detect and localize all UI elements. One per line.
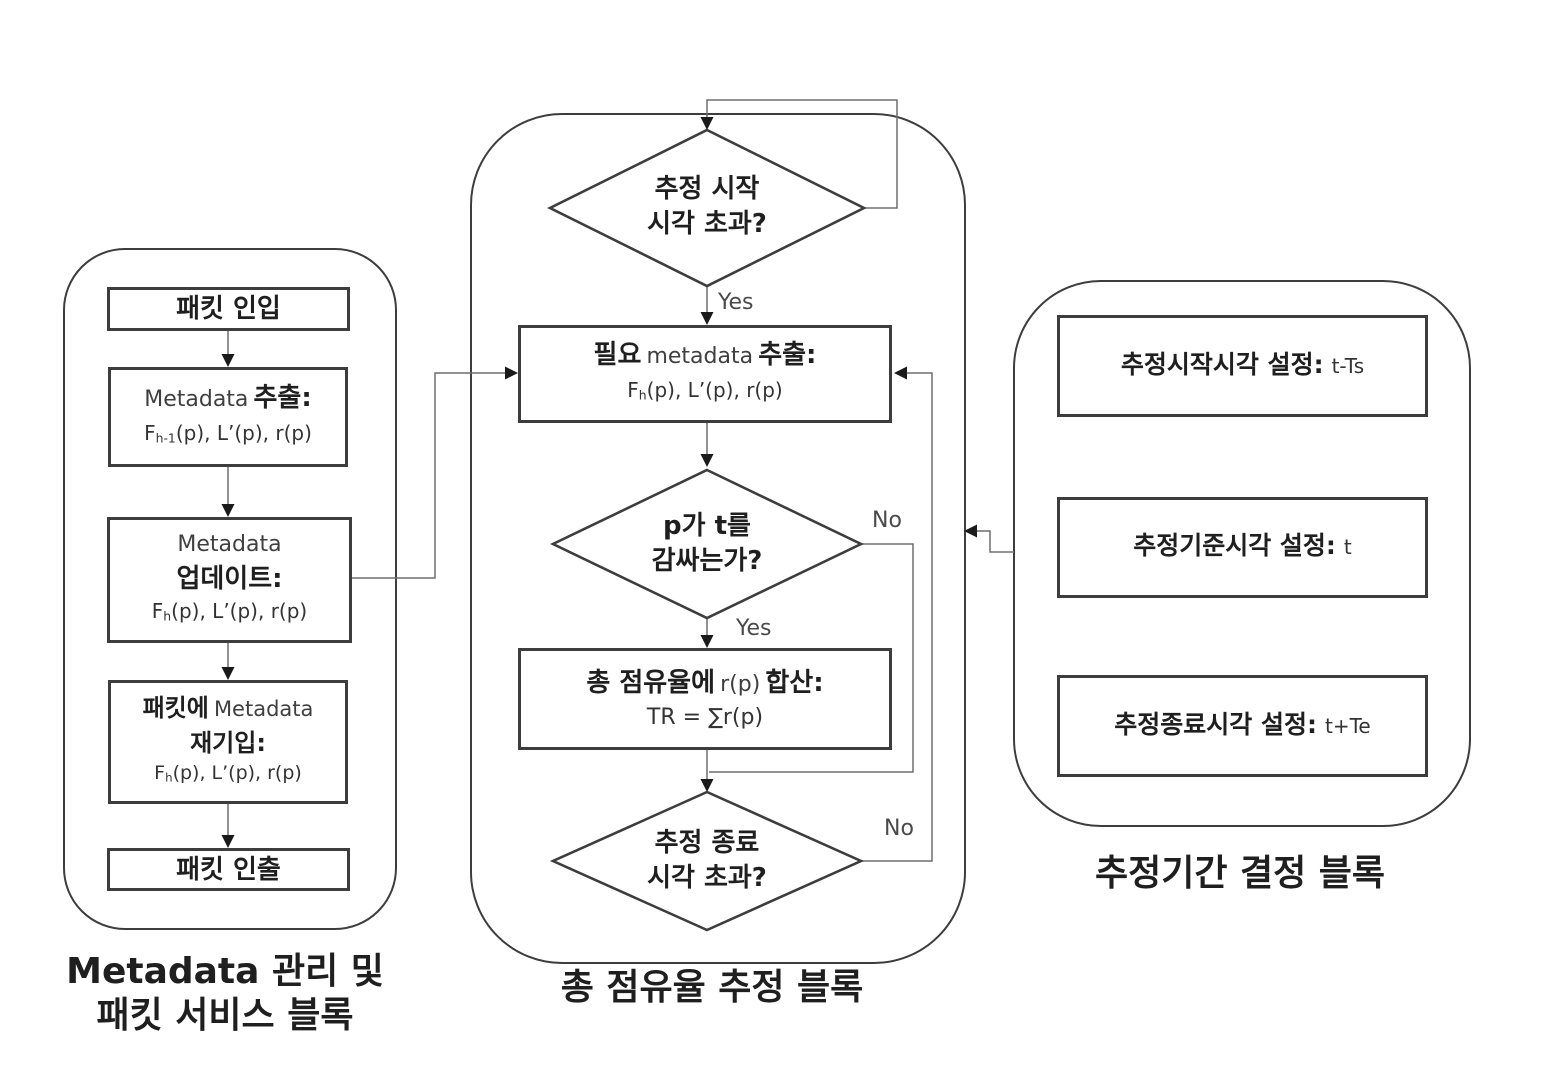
metadata-extract-formula: Fh-1(p), L’(p), r(p) xyxy=(144,420,312,446)
arrowhead-into-update xyxy=(221,504,235,517)
sum-occupancy-kor1: 총 점유율에 xyxy=(586,667,716,698)
decision-start-time-diamond xyxy=(547,128,867,288)
metadata-rewrite-kor2: 재기입: xyxy=(190,729,266,758)
connector-update-to-needed xyxy=(352,372,508,579)
metadata-update-kor: 업데이트: xyxy=(176,564,283,595)
sum-occupancy-box: 총 점유율에 r(p) 합산: TR = ∑r(p) xyxy=(518,648,892,750)
metadata-management-block-outline xyxy=(63,248,397,930)
set-start-time-line: 추정시작시각 설정: t-Ts xyxy=(1121,348,1364,385)
set-start-time-box: 추정시작시각 설정: t-Ts xyxy=(1057,315,1428,417)
decision-end-line1: 추정 종료 xyxy=(654,828,760,858)
packet-out-box: 패킷 인출 xyxy=(107,848,350,891)
decision-end-line2: 시각 초과? xyxy=(647,863,767,893)
decision-wrap-line1: p가 t를 xyxy=(663,511,751,541)
left-block-caption: Metadata 관리 및 패킷 서비스 블록 xyxy=(40,950,410,1038)
metadata-rewrite-box: 패킷에 Metadata 재기입: Fh(p), L’(p), r(p) xyxy=(108,680,348,804)
metadata-update-box: Metadata 업데이트: Fh(p), L’(p), r(p) xyxy=(107,517,352,643)
left-block-caption-line2: 패킷 서비스 블록 xyxy=(96,995,354,1036)
decision-wrap-line2: 감싸는가? xyxy=(651,546,763,576)
metadata-update-formula: Fh(p), L’(p), r(p) xyxy=(151,599,308,624)
no-path-wrap-diamond xyxy=(709,543,914,773)
left-block-caption-line1: Metadata 관리 및 xyxy=(66,951,384,992)
yes-label-start: Yes xyxy=(718,290,754,315)
arrowhead-into-startdiamond xyxy=(700,117,714,130)
no-label-wrap: No xyxy=(872,508,902,533)
arrowhead-into-enddiamond xyxy=(700,779,714,792)
metadata-rewrite-title: 패킷에 Metadata xyxy=(143,692,314,727)
decision-start-line1: 추정 시작 xyxy=(654,174,760,204)
metadata-rewrite-latin: Metadata xyxy=(213,697,314,722)
metadata-extract-kor: 추출: xyxy=(253,382,312,413)
set-end-time-value: t+Te xyxy=(1324,713,1371,738)
needed-metadata-kor1: 필요 xyxy=(593,339,642,370)
metadata-extract-box: Metadata 추출: Fh-1(p), L’(p), r(p) xyxy=(108,367,348,467)
arrowhead-into-extract xyxy=(221,354,235,367)
arrowhead-into-centerblock xyxy=(964,524,977,538)
needed-metadata-box: 필요 metadata 추출: Fh(p), L’(p), r(p) xyxy=(518,325,892,423)
arrowhead-into-wrapdiamond xyxy=(700,454,714,467)
set-end-time-box: 추정종료시각 설정: t+Te xyxy=(1057,675,1428,777)
metadata-update-latin: Metadata xyxy=(177,532,282,558)
sum-occupancy-kor2: 합산: xyxy=(765,667,824,698)
decision-wrap-text: p가 t를 감싸는가? xyxy=(577,509,837,579)
no-loop-end-diamond xyxy=(859,372,933,862)
set-base-time-value: t xyxy=(1343,535,1352,559)
decision-start-line2: 시각 초과? xyxy=(647,209,767,239)
metadata-extract-latin: Metadata xyxy=(144,386,249,412)
set-end-time-line: 추정종료시각 설정: t+Te xyxy=(1114,708,1370,745)
metadata-extract-title: Metadata 추출: xyxy=(144,381,312,418)
set-base-time-box: 추정기준시각 설정: t xyxy=(1057,497,1428,598)
set-end-time-label: 추정종료시각 설정: xyxy=(1114,709,1317,739)
arrowhead-into-needed-left xyxy=(505,366,518,380)
needed-metadata-kor2: 추출: xyxy=(758,339,817,370)
sum-occupancy-title: 총 점유율에 r(p) 합산: xyxy=(586,666,823,703)
set-base-time-label: 추정기준시각 설정: xyxy=(1133,531,1336,560)
set-start-time-value: t-Ts xyxy=(1331,353,1365,378)
arrowhead-into-rewrite xyxy=(221,667,235,680)
packet-in-box: 패킷 인입 xyxy=(107,287,350,331)
decision-end-time-diamond xyxy=(549,790,865,932)
metadata-rewrite-kor1: 패킷에 xyxy=(142,694,209,723)
arrowhead-into-packetout xyxy=(221,835,235,848)
decision-wrap-diamond xyxy=(549,468,865,620)
arrowhead-into-needed-right xyxy=(894,366,907,380)
sum-occupancy-latin: r(p) xyxy=(720,671,761,697)
sum-occupancy-formula: TR = ∑r(p) xyxy=(646,704,764,730)
occupancy-estimation-block-outline xyxy=(470,113,966,964)
packet-in-label: 패킷 인입 xyxy=(176,294,281,324)
connector-rightblock-to-center xyxy=(969,530,1014,553)
arrowhead-into-needed-top xyxy=(700,312,714,325)
needed-metadata-latin: metadata xyxy=(646,343,754,369)
center-block-caption: 총 점유율 추정 블록 xyxy=(560,967,864,1008)
needed-metadata-title: 필요 metadata 추출: xyxy=(594,338,817,375)
right-block-caption: 추정기간 결정 블록 xyxy=(1094,853,1386,894)
self-loop-start-diamond xyxy=(706,99,898,209)
no-label-end: No xyxy=(884,816,914,841)
estimation-period-block-outline xyxy=(1013,280,1471,827)
decision-end-time-text: 추정 종료 시각 초과? xyxy=(577,826,837,896)
needed-metadata-formula: Fh(p), L’(p), r(p) xyxy=(627,377,783,403)
set-start-time-label: 추정시작시각 설정: xyxy=(1120,349,1324,379)
metadata-rewrite-formula: Fh(p), L’(p), r(p) xyxy=(154,762,302,785)
decision-start-time-text: 추정 시작 시각 초과? xyxy=(577,172,837,242)
set-base-time-line: 추정기준시각 설정: t xyxy=(1133,529,1352,566)
arrowhead-into-sum xyxy=(700,635,714,648)
yes-label-wrap: Yes xyxy=(736,616,772,641)
packet-out-label: 패킷 인출 xyxy=(176,854,281,885)
